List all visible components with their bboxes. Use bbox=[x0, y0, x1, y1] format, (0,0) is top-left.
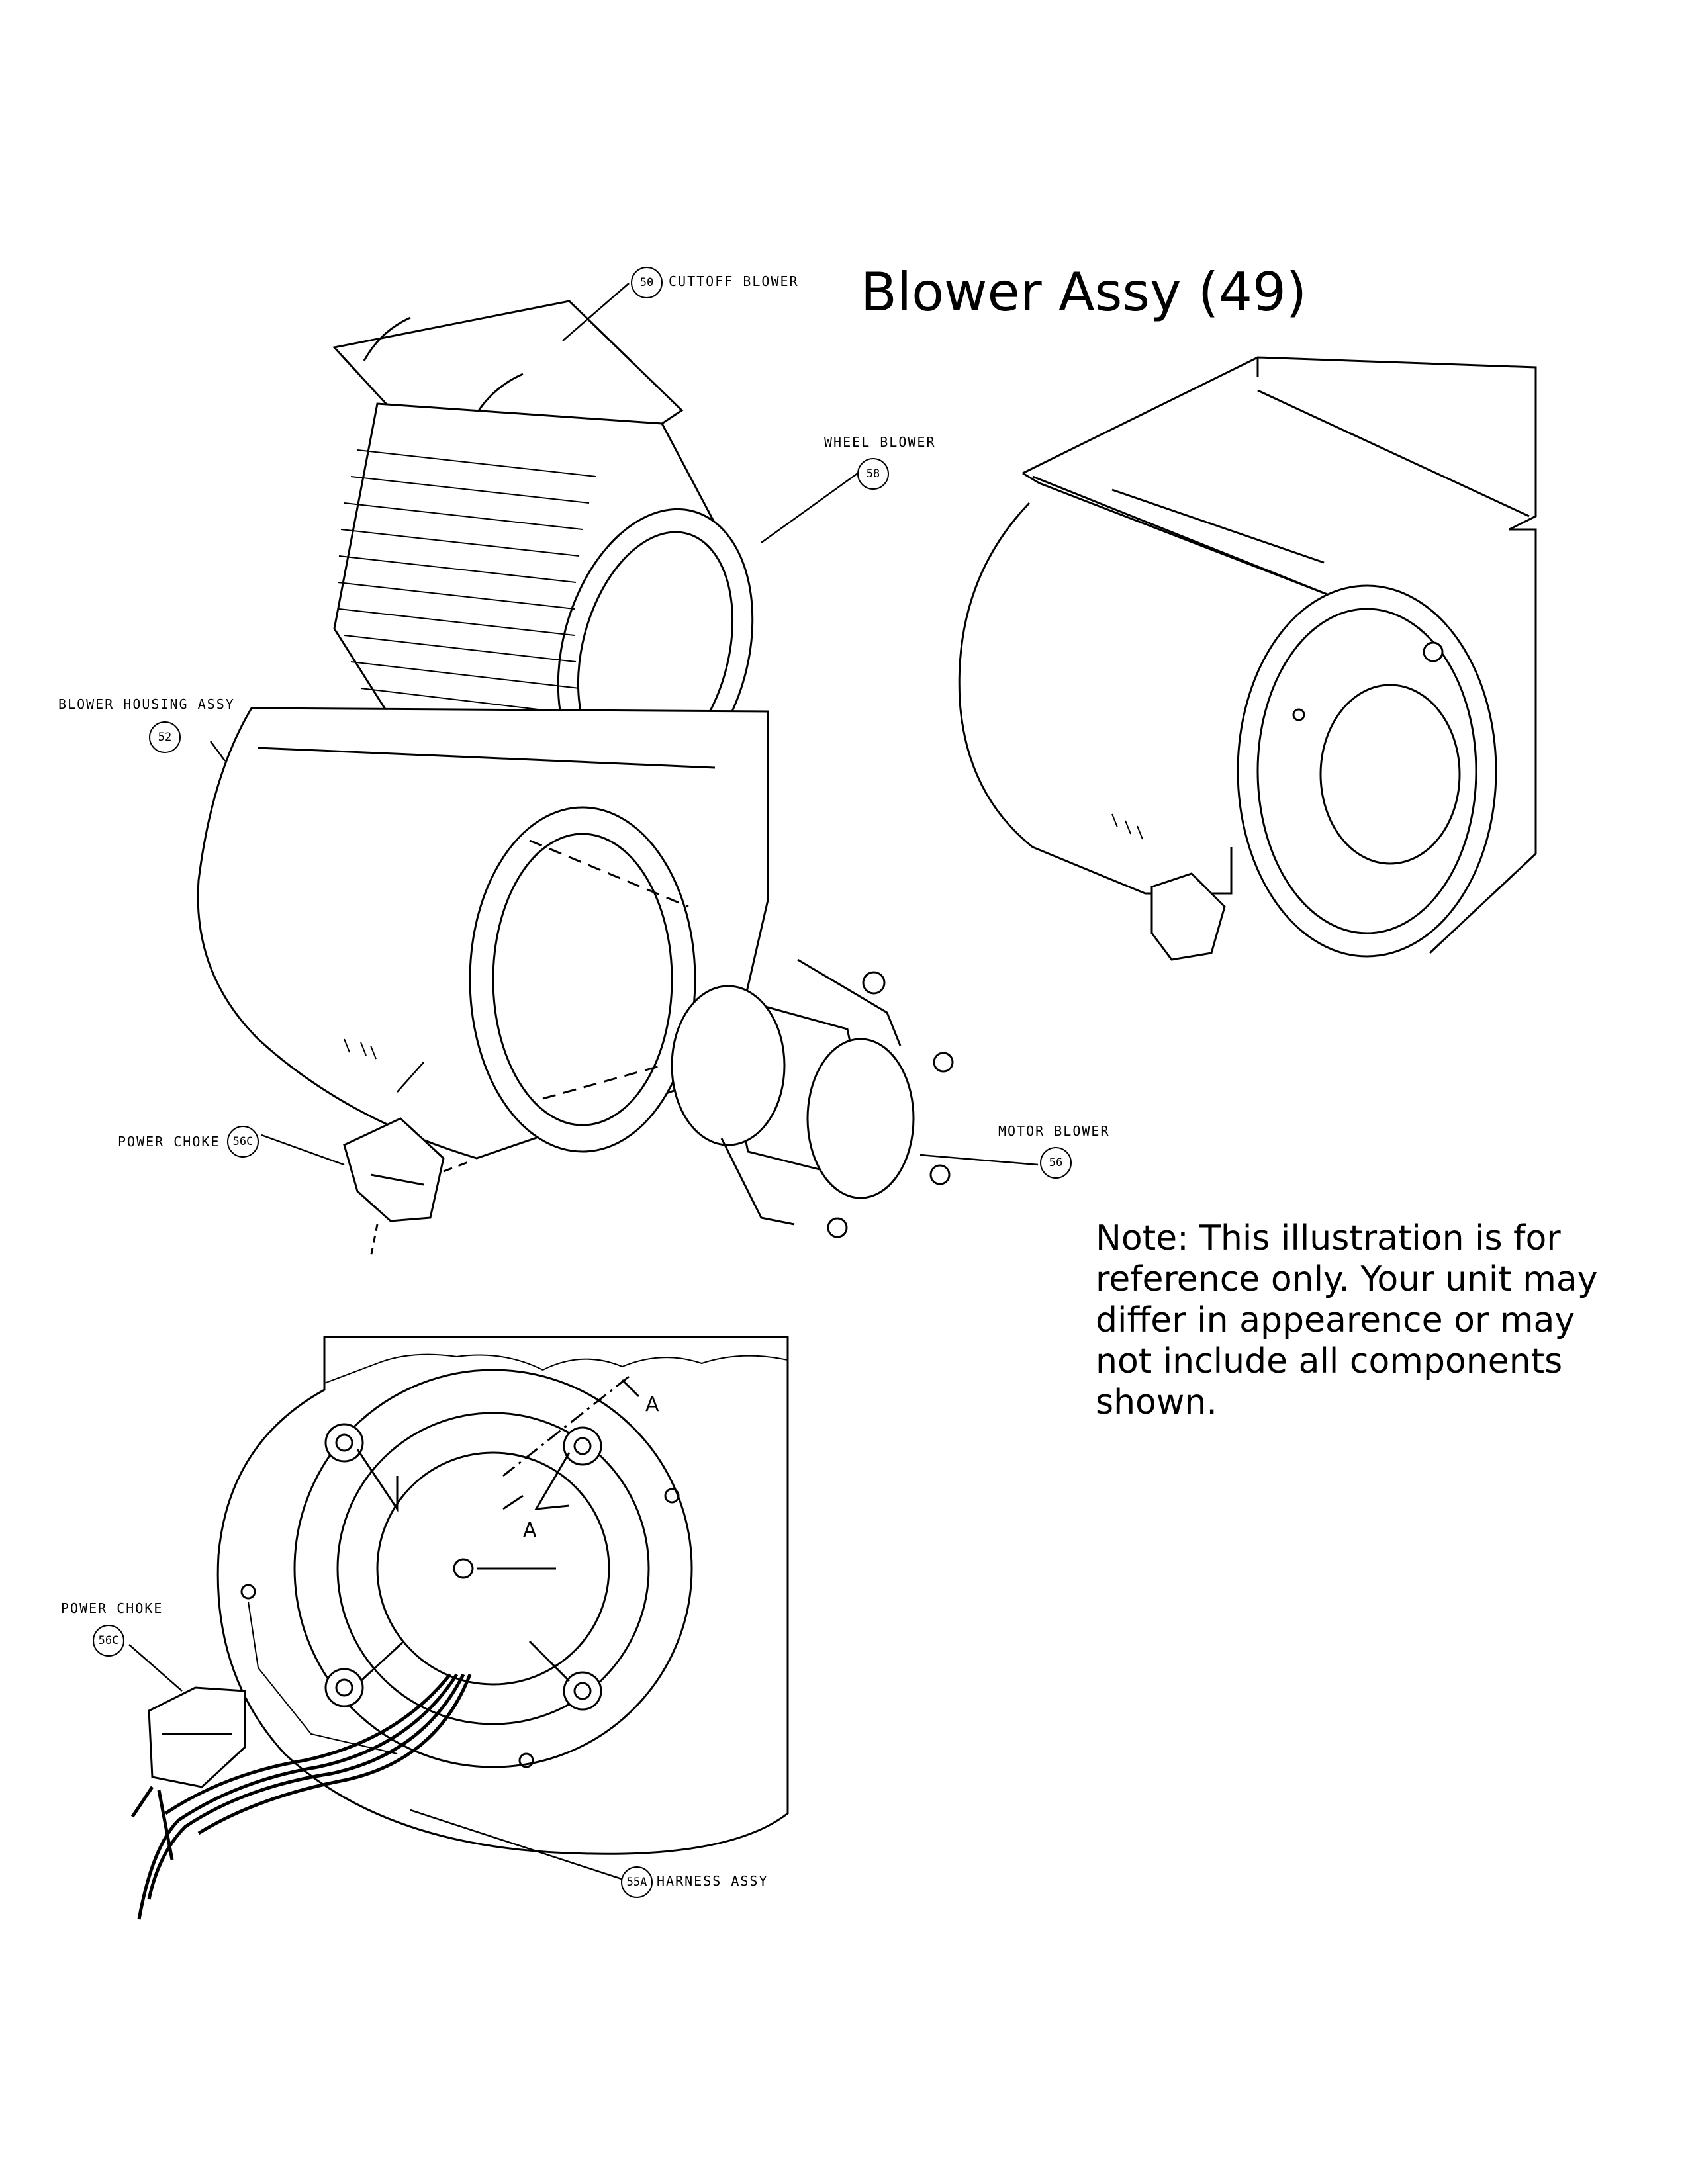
callout-56c-bottom-label: POWER CHOKE bbox=[61, 1600, 164, 1616]
callout-52-label: BLOWER HOUSING ASSY bbox=[58, 696, 235, 712]
power-choke-top-part bbox=[343, 1117, 471, 1258]
callout-56c-top-bubble: 56C bbox=[227, 1126, 259, 1158]
callout-52-bubble: 52 bbox=[149, 721, 181, 753]
motor-blower-part bbox=[671, 958, 954, 1238]
callout-50-bubble: 50 bbox=[631, 267, 663, 298]
page-title: Blower Assy (49) bbox=[861, 261, 1307, 323]
callout-58-bubble: 58 bbox=[857, 458, 889, 490]
exploded-view bbox=[197, 300, 954, 1258]
blower-housing-part bbox=[197, 707, 769, 1160]
section-mark-a-lower: A bbox=[523, 1519, 537, 1542]
callout-56c-top-label: POWER CHOKE bbox=[118, 1134, 220, 1150]
motor-mount-bolts bbox=[324, 1423, 602, 1711]
assembled-view bbox=[958, 356, 1537, 961]
callout-58-label: WHEEL BLOWER bbox=[824, 434, 936, 450]
callout-50-label: CUTTOFF BLOWER bbox=[669, 273, 799, 289]
callout-56c-bottom-bubble: 56C bbox=[93, 1625, 124, 1657]
callout-56-label: MOTOR BLOWER bbox=[998, 1123, 1110, 1139]
section-mark-a-upper: A bbox=[645, 1393, 659, 1416]
callout-55a-bubble: 55A bbox=[621, 1866, 653, 1898]
callout-56-bubble: 56 bbox=[1040, 1147, 1072, 1179]
reference-note: Note: This illustration is for reference… bbox=[1096, 1218, 1598, 1422]
callout-55a-label: HARNESS ASSY bbox=[657, 1873, 769, 1889]
harness-assy-part bbox=[130, 1673, 472, 1920]
leader-lines bbox=[128, 283, 1039, 1881]
power-choke-bottom-part bbox=[148, 1686, 246, 1788]
side-view bbox=[130, 1336, 789, 1920]
